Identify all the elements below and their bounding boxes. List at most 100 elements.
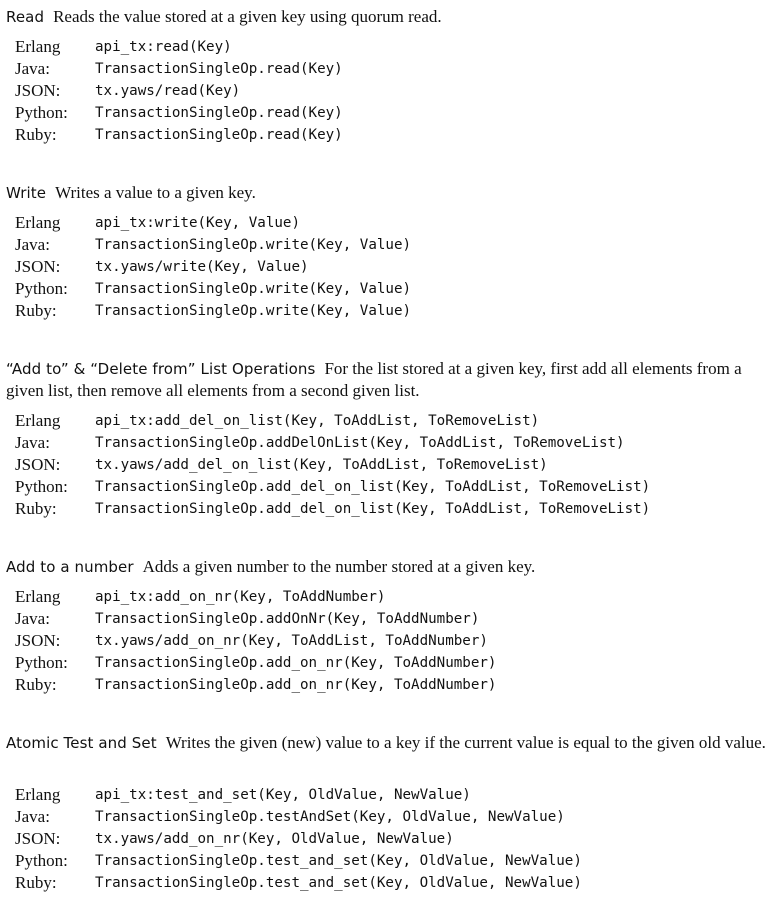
api-call: api_tx:write(Key, Value) (95, 215, 300, 231)
api-row-java: Java: TransactionSingleOp.read(Key) (15, 58, 772, 80)
language-label: Ruby: (15, 125, 57, 144)
language-label: Python: (15, 279, 68, 298)
api-call: tx.yaws/add_on_nr(Key, OldValue, NewValu… (95, 831, 454, 847)
language-label: Erlang (15, 213, 61, 232)
api-row-python: Python: TransactionSingleOp.test_and_set(… (15, 850, 772, 872)
api-row-python: Python: TransactionSingleOp.write(Key, Va… (15, 278, 772, 300)
api-call: api_tx:add_on_nr(Key, ToAddNumber) (95, 589, 386, 605)
language-label: Erlang (15, 785, 61, 804)
api-call: TransactionSingleOp.write(Key, Value) (95, 303, 412, 319)
section-title: Read (6, 8, 45, 26)
language-label: JSON: (15, 829, 61, 848)
section-title: Add to a number (6, 558, 134, 576)
language-label: Java: (15, 433, 50, 452)
api-call: TransactionSingleOp.add_del_on_list(Key,… (95, 501, 651, 517)
section-read: Read Reads the value stored at a given ke… (6, 6, 772, 144)
language-label: Java: (15, 609, 50, 628)
api-call: TransactionSingleOp.add_del_on_list(Key,… (95, 479, 651, 495)
section-description: Writes the given (new) value to a key if… (165, 733, 766, 752)
api-row-erlang: Erlang api_tx:read(Key) (15, 36, 772, 58)
language-label: Python: (15, 477, 68, 496)
language-label: Java: (15, 807, 50, 826)
api-row-json: JSON: tx.yaws/write(Key, Value) (15, 256, 772, 278)
section-description: Reads the value stored at a given key us… (53, 7, 442, 26)
api-row-json: JSON: tx.yaws/add_on_nr(Key, ToAddList, T… (15, 630, 772, 652)
api-table: Erlang api_tx:add_on_nr(Key, ToAddNumber)… (15, 586, 772, 696)
api-call: TransactionSingleOp.addDelOnList(Key, To… (95, 435, 625, 451)
section-title: Write (6, 184, 47, 202)
api-row-erlang: Erlang api_tx:add_on_nr(Key, ToAddNumber) (15, 586, 772, 608)
api-row-erlang: Erlang api_tx:write(Key, Value) (15, 212, 772, 234)
language-label: Erlang (15, 37, 61, 56)
api-call: api_tx:test_and_set(Key, OldValue, NewVa… (95, 787, 471, 803)
api-row-json: JSON: tx.yaws/add_del_on_list(Key, ToAddL… (15, 454, 772, 476)
language-label: Java: (15, 235, 50, 254)
api-call: api_tx:add_del_on_list(Key, ToAddList, T… (95, 413, 540, 429)
api-call: TransactionSingleOp.write(Key, Value) (95, 281, 412, 297)
api-call: TransactionSingleOp.addOnNr(Key, ToAddNu… (95, 611, 480, 627)
api-call: tx.yaws/write(Key, Value) (95, 259, 309, 275)
api-call: TransactionSingleOp.write(Key, Value) (95, 237, 412, 253)
section-heading: “Add to” & “Delete from” List Operations… (6, 358, 772, 402)
api-call: TransactionSingleOp.test_and_set(Key, Ol… (95, 853, 582, 869)
api-row-ruby: Ruby: TransactionSingleOp.add_on_nr(Key, … (15, 674, 772, 696)
language-label: Python: (15, 103, 68, 122)
api-row-json: JSON: tx.yaws/add_on_nr(Key, OldValue, Ne… (15, 828, 772, 850)
api-call: api_tx:read(Key) (95, 39, 232, 55)
api-call: TransactionSingleOp.testAndSet(Key, OldV… (95, 809, 565, 825)
api-row-java: Java: TransactionSingleOp.addDelOnList(Ke… (15, 432, 772, 454)
api-row-java: Java: TransactionSingleOp.write(Key, Valu… (15, 234, 772, 256)
language-label: Java: (15, 59, 50, 78)
section-heading: Read Reads the value stored at a given ke… (6, 6, 772, 28)
api-table: Erlang api_tx:read(Key) Java: TransactionS… (15, 36, 772, 146)
api-row-ruby: Ruby: TransactionSingleOp.read(Key) (15, 124, 772, 146)
section-heading: Write Writes a value to a given key. (6, 182, 772, 204)
api-call: TransactionSingleOp.read(Key) (95, 61, 343, 77)
api-row-json: JSON: tx.yaws/read(Key) (15, 80, 772, 102)
api-row-python: Python: TransactionSingleOp.add_del_on_li… (15, 476, 772, 498)
section-title: Atomic Test and Set (6, 734, 157, 752)
api-row-ruby: Ruby: TransactionSingleOp.test_and_set(Ke… (15, 872, 772, 894)
language-label: Erlang (15, 411, 61, 430)
language-label: Erlang (15, 587, 61, 606)
api-call: tx.yaws/add_del_on_list(Key, ToAddList, … (95, 457, 548, 473)
language-label: Ruby: (15, 301, 57, 320)
api-row-python: Python: TransactionSingleOp.add_on_nr(Key… (15, 652, 772, 674)
api-call: TransactionSingleOp.add_on_nr(Key, ToAdd… (95, 677, 497, 693)
section-description: Writes a value to a given key. (55, 183, 256, 202)
api-call: tx.yaws/add_on_nr(Key, ToAddList, ToAddN… (95, 633, 488, 649)
api-table: Erlang api_tx:add_del_on_list(Key, ToAddL… (15, 410, 772, 520)
language-label: Ruby: (15, 675, 57, 694)
api-row-python: Python: TransactionSingleOp.read(Key) (15, 102, 772, 124)
api-call: tx.yaws/read(Key) (95, 83, 241, 99)
section-add-to-number: Add to a number Adds a given number to th… (6, 556, 772, 694)
language-label: JSON: (15, 455, 61, 474)
api-table: Erlang api_tx:test_and_set(Key, OldValue,… (15, 784, 772, 894)
language-label: Python: (15, 653, 68, 672)
section-title: “Add to” & “Delete from” List Operations (6, 360, 316, 378)
api-row-java: Java: TransactionSingleOp.testAndSet(Key,… (15, 806, 772, 828)
api-row-erlang: Erlang api_tx:add_del_on_list(Key, ToAddL… (15, 410, 772, 432)
section-heading: Add to a number Adds a given number to th… (6, 556, 772, 578)
language-label: Ruby: (15, 873, 57, 892)
language-label: Python: (15, 851, 68, 870)
language-label: JSON: (15, 81, 61, 100)
api-table: Erlang api_tx:write(Key, Value) Java: Tran… (15, 212, 772, 322)
api-row-ruby: Ruby: TransactionSingleOp.write(Key, Valu… (15, 300, 772, 322)
api-row-erlang: Erlang api_tx:test_and_set(Key, OldValue,… (15, 784, 772, 806)
section-description: For the list stored at a given key, firs… (6, 359, 742, 400)
api-call: TransactionSingleOp.add_on_nr(Key, ToAdd… (95, 655, 497, 671)
api-call: TransactionSingleOp.test_and_set(Key, Ol… (95, 875, 582, 891)
section-heading: Atomic Test and Set Writes the given (new… (6, 732, 772, 754)
api-call: TransactionSingleOp.read(Key) (95, 127, 343, 143)
language-label: JSON: (15, 631, 61, 650)
section-write: Write Writes a value to a given key. Erla… (6, 182, 772, 320)
api-row-ruby: Ruby: TransactionSingleOp.add_del_on_list… (15, 498, 772, 520)
section-description: Adds a given number to the number stored… (142, 557, 536, 576)
language-label: Ruby: (15, 499, 57, 518)
language-label: JSON: (15, 257, 61, 276)
api-call: TransactionSingleOp.read(Key) (95, 105, 343, 121)
api-row-java: Java: TransactionSingleOp.addOnNr(Key, To… (15, 608, 772, 630)
section-test-and-set: Atomic Test and Set Writes the given (new… (6, 732, 772, 892)
section-list-operations: “Add to” & “Delete from” List Operations… (6, 358, 772, 518)
